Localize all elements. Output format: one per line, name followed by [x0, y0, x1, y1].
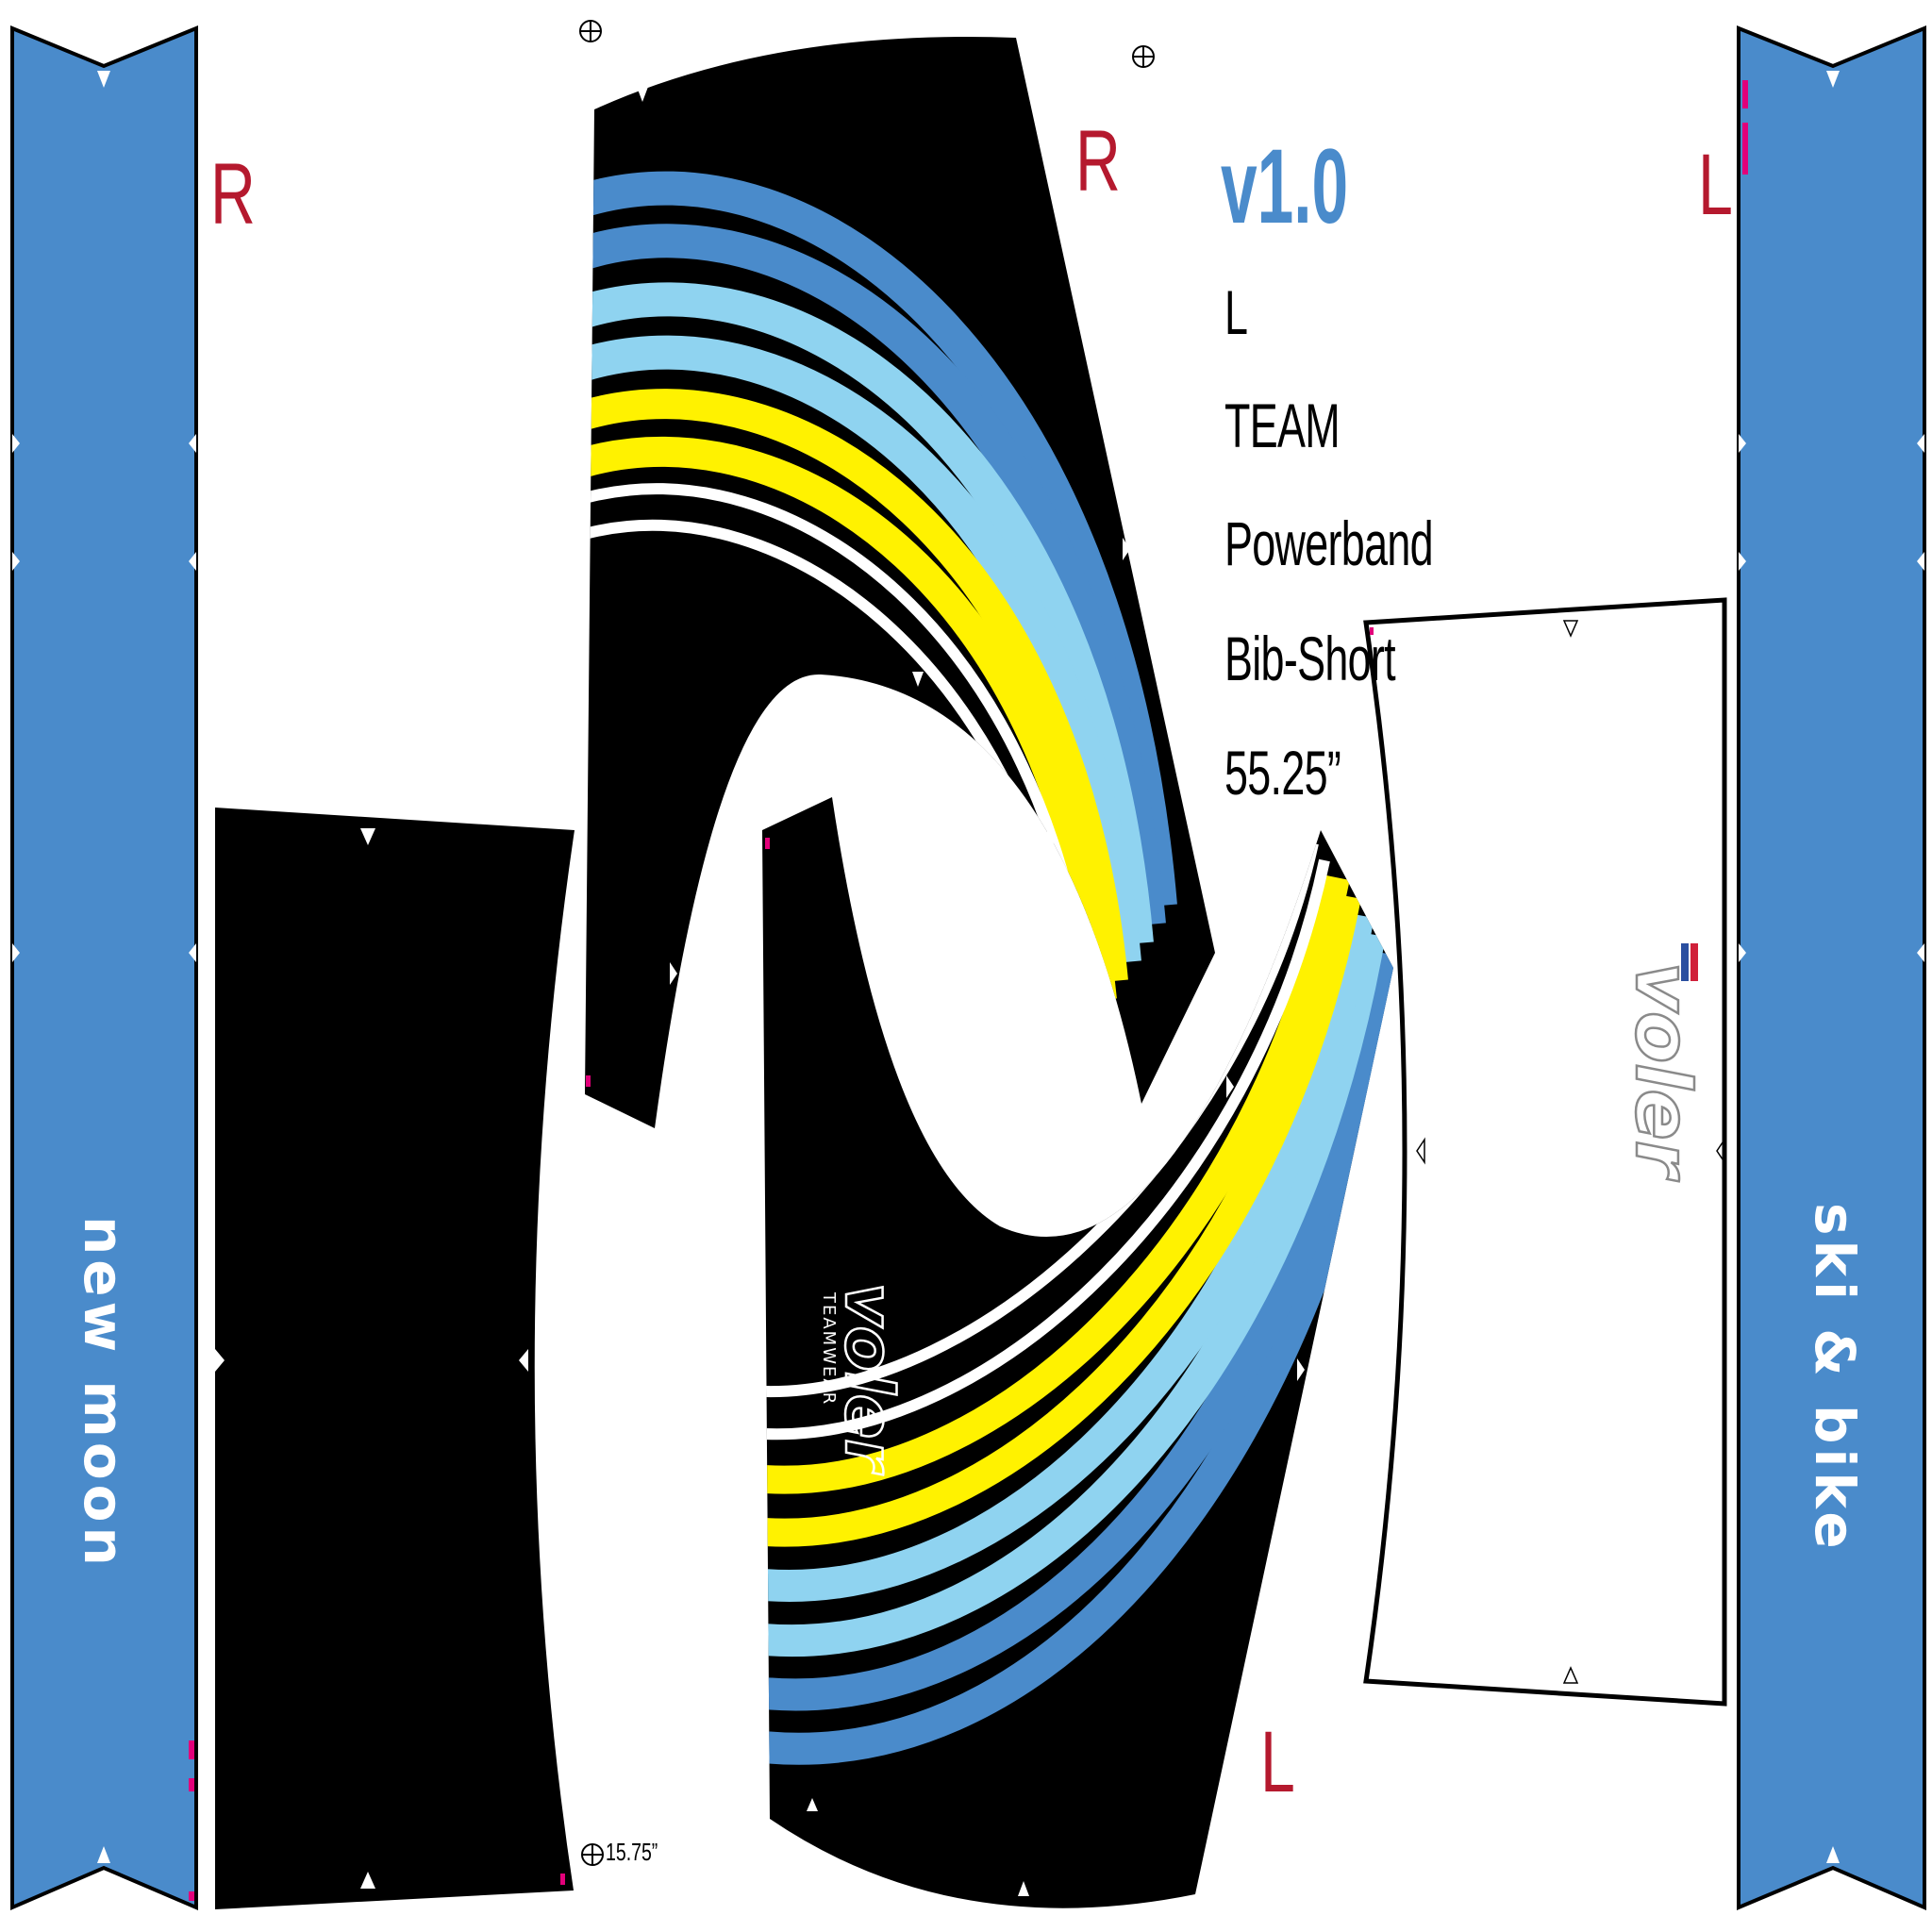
svg-text:voler: voler	[1619, 962, 1707, 1182]
marker-r-center: R	[1075, 113, 1121, 209]
left-side-strap	[10, 25, 198, 1911]
leg-voler-logo: voler TEAMWEAR	[819, 1282, 908, 1477]
left-black-panel	[215, 808, 575, 1909]
marker-r-left: R	[210, 146, 256, 242]
team-label: TEAM	[1224, 391, 1341, 460]
registration-mark-icon	[579, 20, 1155, 1866]
left-leg-panel: voler TEAMWEAR	[762, 797, 1393, 1908]
marker-l-bottom: L	[1260, 1714, 1295, 1810]
right-side-strap	[1737, 25, 1926, 1911]
svg-text:voler: voler	[830, 1283, 908, 1475]
version-label: v1.0	[1221, 127, 1349, 245]
bottom-measurement: 15.75”	[606, 1838, 658, 1866]
svg-text:TEAMWEAR: TEAMWEAR	[819, 1291, 839, 1406]
style-label: Bib-Short	[1224, 624, 1396, 693]
right-strap-text: ski & bike	[1803, 1203, 1867, 1554]
white-panel: voler	[1363, 597, 1727, 1707]
left-strap-text: new moon	[72, 1216, 136, 1571]
marker-l-right: L	[1698, 137, 1733, 233]
model-label: Powerband	[1224, 508, 1434, 578]
size-label: L	[1224, 277, 1248, 347]
panel-voler-logo: voler	[1618, 943, 1707, 1183]
length-label: 55.25”	[1224, 738, 1341, 808]
